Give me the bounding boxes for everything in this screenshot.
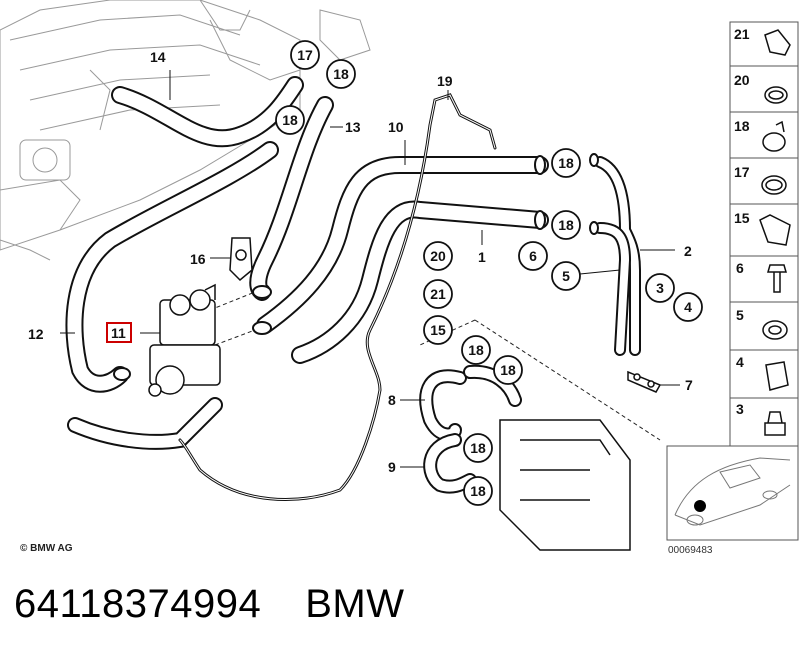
callout-20: 20: [430, 248, 446, 264]
callout-18c: 18: [558, 155, 574, 171]
label-12: 12: [28, 326, 44, 342]
footer: 64118374994 BMW: [14, 582, 405, 627]
label-14: 14: [150, 49, 166, 65]
label-11: 11: [111, 325, 126, 341]
part-number: 64118374994: [14, 582, 262, 626]
label-19: 19: [437, 73, 453, 89]
hoses: [65, 76, 641, 502]
callout-4: 4: [684, 299, 692, 315]
label-2: 2: [684, 243, 692, 259]
label-1: 1: [478, 249, 486, 265]
copyright: © BMW AG: [20, 543, 73, 554]
vehicle-inset: 00069483: [666, 445, 799, 556]
callout-17: 17: [297, 47, 313, 63]
callout-18d: 18: [558, 217, 574, 233]
side-label-18: 18: [734, 118, 750, 134]
callout-18f: 18: [500, 362, 516, 378]
side-label-15: 15: [734, 210, 750, 226]
circled-callouts: [275, 40, 703, 506]
bolt-6-icon: [767, 264, 787, 293]
callout-18e: 18: [468, 342, 484, 358]
side-label-5: 5: [736, 307, 744, 323]
side-label-20: 20: [734, 72, 750, 88]
callout-18g: 18: [470, 440, 486, 456]
callout-18h: 18: [470, 483, 486, 499]
clip-15-icon: [759, 214, 791, 246]
valve-assembly-11: [148, 283, 221, 397]
side-label-4: 4: [736, 354, 744, 370]
brand-name: BMW: [305, 582, 405, 626]
side-parts-panel: 21 20 18 17 15 6 5 4 3: [729, 21, 799, 447]
clip-21-icon: [764, 29, 791, 56]
parts-diagram: 14 13 10 19 1 2 7 12 16 8 9 11 17 18 18 …: [0, 0, 799, 556]
label-13: 13: [345, 119, 361, 135]
label-9: 9: [388, 459, 396, 475]
callout-5: 5: [562, 268, 570, 284]
callout-21: 21: [430, 286, 446, 302]
label-7: 7: [685, 377, 693, 393]
highlighted-part-11[interactable]: 11: [106, 322, 132, 343]
side-label-21: 21: [734, 26, 750, 42]
label-8: 8: [388, 392, 396, 408]
side-label-17: 17: [734, 164, 750, 180]
side-label-3: 3: [736, 401, 744, 417]
heater-core: [499, 419, 631, 551]
plug-3-icon: [764, 411, 786, 436]
label-10: 10: [388, 119, 404, 135]
callout-18a: 18: [333, 66, 349, 82]
bracket-7: [627, 370, 662, 393]
drawing-number: 00069483: [668, 545, 713, 556]
clip-16: [229, 237, 253, 282]
callout-3: 3: [656, 280, 664, 296]
hose-ends: [113, 153, 599, 381]
callout-15: 15: [430, 322, 446, 338]
clamp-18-icon: [762, 132, 786, 152]
callout-numbers: 17 18 18 18 18 6 5 3 4 20 21 15 18 18 18…: [282, 47, 692, 499]
location-marker: [694, 500, 706, 512]
part-labels: 14 13 10 19 1 2 7 12 16 8 9: [28, 49, 693, 475]
callout-18b: 18: [282, 112, 298, 128]
side-label-6: 6: [736, 260, 744, 276]
label-16: 16: [190, 251, 206, 267]
callout-6: 6: [529, 248, 537, 264]
nut-4-icon: [765, 361, 789, 391]
